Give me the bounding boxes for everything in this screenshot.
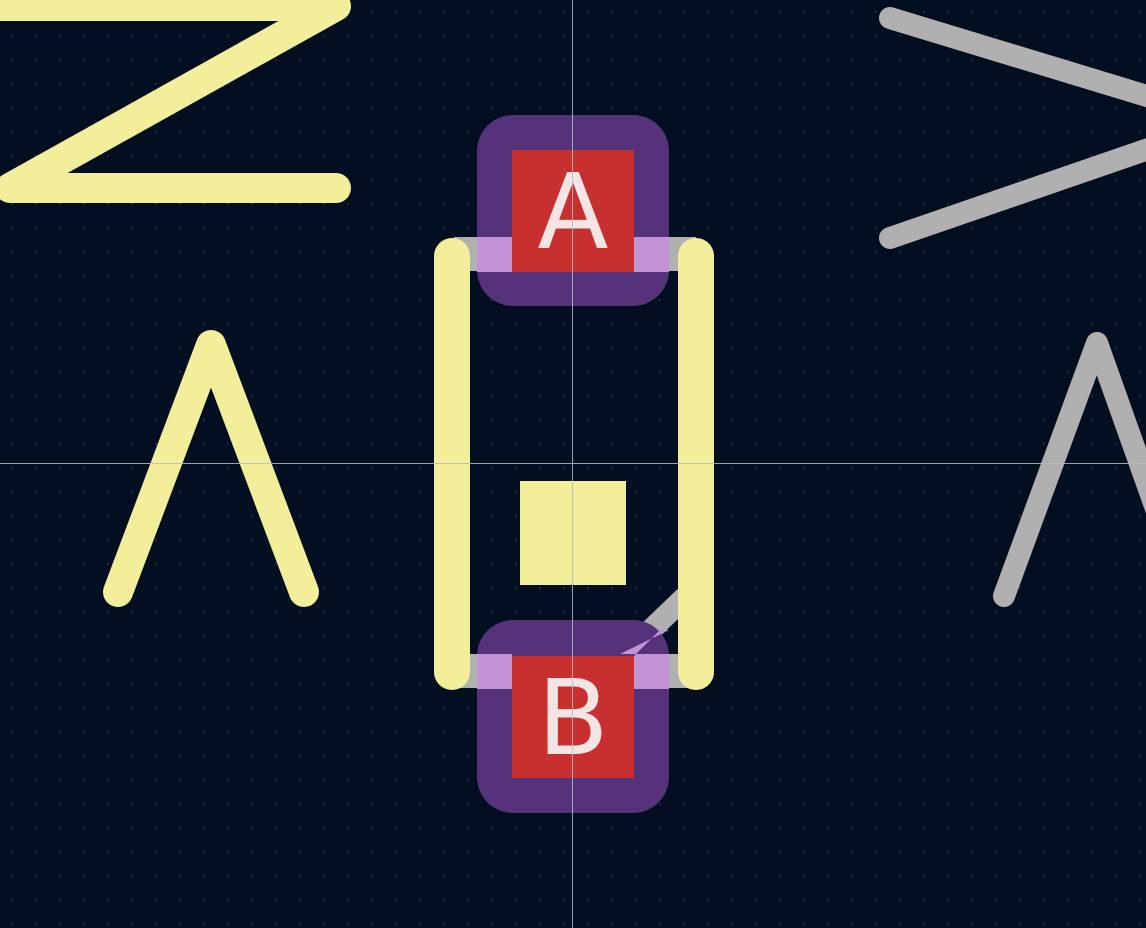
fab-caret-glyph xyxy=(993,332,1146,607)
silk-z-glyph xyxy=(0,0,351,203)
pad-a-overlap-left xyxy=(477,237,512,272)
pad-b-overlap-left xyxy=(477,654,512,689)
pad-b-overlap-right xyxy=(620,630,669,689)
fab-chevron-glyph xyxy=(879,7,1146,108)
silk-caret-glyph xyxy=(103,330,319,607)
pad-a-overlap-right xyxy=(634,237,669,272)
fab-chevron-glyph-lower xyxy=(879,138,1146,249)
